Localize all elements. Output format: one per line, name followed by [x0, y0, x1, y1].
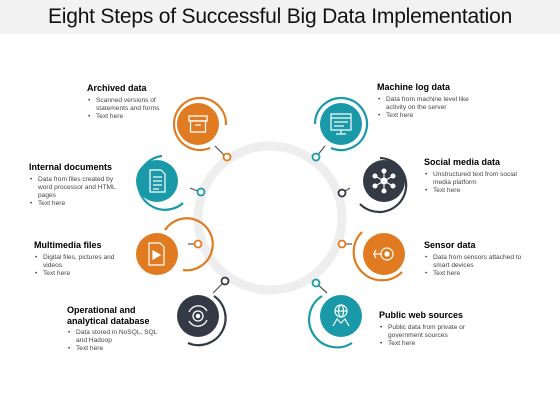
- step-detail: Unstructured text from social media plat…: [424, 171, 534, 187]
- step-archived-data: Archived data Scanned versions of statem…: [87, 83, 179, 121]
- step-heading: Archived data: [87, 83, 147, 93]
- title-bar: [0, 0, 560, 34]
- step-heading: Internal documents: [29, 162, 113, 172]
- internal-documents-node: [136, 154, 184, 211]
- step-detail: Digital files, pictures and videos: [34, 254, 130, 270]
- archive-box-icon: [188, 115, 208, 133]
- step-detail: Data from sensors attached to smart devi…: [424, 254, 534, 270]
- media-file-icon: [148, 242, 165, 266]
- sensor-data-node: [352, 231, 405, 282]
- step-more: Text here: [377, 112, 487, 120]
- step-more: Text here: [424, 187, 534, 195]
- step-heading: Sensor data: [424, 240, 476, 250]
- step-public-web-sources: Public web sources Public data from priv…: [379, 310, 489, 348]
- step-heading: Multimedia files: [34, 240, 102, 250]
- social-network-icon: [372, 168, 396, 194]
- multimedia-files-node: [136, 217, 214, 275]
- step-heading: Operational and analytical database: [67, 305, 150, 326]
- web-globe-icon: [332, 304, 350, 327]
- step-sensor-data: Sensor data Data from sensors attached t…: [424, 240, 534, 278]
- step-more: Text here: [424, 270, 534, 278]
- step-more: Text here: [87, 113, 179, 121]
- page-title: Eight Steps of Successful Big Data Imple…: [47, 5, 513, 28]
- step-heading: Social media data: [424, 157, 501, 167]
- step-operational-database: Operational and analytical database Data…: [67, 305, 167, 353]
- connector-dots: [193, 152, 347, 288]
- step-detail: Data from machine level like activity on…: [377, 96, 487, 112]
- step-more: Text here: [67, 345, 167, 353]
- step-internal-documents: Internal documents Data from files creat…: [29, 162, 129, 208]
- sensor-icon: [373, 247, 394, 261]
- step-detail: Scanned versions of statements and forms: [87, 97, 179, 113]
- step-heading: Machine log data: [377, 82, 451, 92]
- archived-data-node: [172, 96, 228, 152]
- social-media-node: [359, 156, 408, 214]
- step-detail: Data from files created by word processo…: [29, 176, 129, 200]
- document-icon: [149, 169, 166, 193]
- public-web-node: [308, 295, 362, 349]
- step-more: Text here: [379, 340, 489, 348]
- step-multimedia-files: Multimedia files Digital files, pictures…: [34, 240, 130, 278]
- database-cycle-icon: [188, 305, 208, 327]
- step-more: Text here: [29, 200, 129, 208]
- machine-log-node: [313, 96, 369, 152]
- step-social-media-data: Social media data Unstructured text from…: [424, 157, 534, 195]
- step-heading: Public web sources: [379, 310, 464, 320]
- step-detail: Public data from private or government s…: [379, 324, 489, 340]
- operational-database-node: [177, 295, 227, 347]
- center-ring: [193, 141, 347, 295]
- step-more: Text here: [34, 270, 130, 278]
- step-detail: Data stored in NoSQL, SQL and Hadoop: [67, 329, 167, 345]
- step-machine-log-data: Machine log data Data from machine level…: [377, 82, 487, 120]
- server-log-icon: [330, 113, 352, 135]
